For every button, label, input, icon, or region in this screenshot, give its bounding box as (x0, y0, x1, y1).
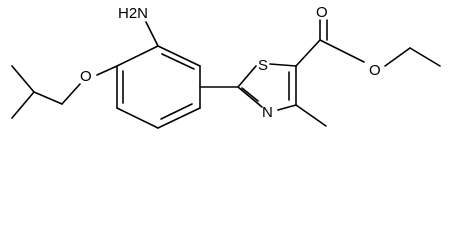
amine-label: H2N (118, 5, 148, 22)
carbonyl-oxygen-label: O (316, 4, 328, 21)
ester-oxygen-label: O (369, 62, 381, 79)
bond-carbonyl-to-ester-oxygen (319, 39, 365, 63)
bond-ch2-to-ch (33, 91, 63, 105)
double-bond-inner (241, 87, 259, 102)
molecule-canvas: H2N O S N (11, 4, 441, 129)
bond-thiazole-methyl (295, 104, 327, 127)
bond-thiazole-to-carbonyl (295, 39, 321, 67)
bond-ch-to-methyl-upper (11, 65, 35, 93)
bond (157, 107, 201, 129)
bond-ring-to-amine (145, 21, 159, 47)
bond (116, 107, 159, 129)
bond (237, 86, 263, 108)
bond (269, 63, 297, 67)
bond (157, 45, 201, 67)
bond (116, 45, 159, 67)
ether-oxygen-label: O (80, 68, 92, 85)
bond (277, 104, 297, 111)
benzene-ring (116, 45, 201, 129)
bond-oxygen-to-ethyl (384, 47, 411, 67)
thiazole-ring (237, 63, 297, 111)
bond (237, 65, 257, 88)
sulfur-label: S (258, 57, 268, 74)
aromatic-inner-bond (160, 103, 193, 120)
aromatic-inner-bond (161, 53, 195, 70)
bond-oxygen-to-ch2 (61, 83, 81, 105)
bond-ethyl (409, 47, 441, 67)
bond-ch-to-methyl-lower (11, 91, 35, 119)
structure-diagram: H2N O S N (11, 4, 441, 129)
nitrogen-label: N (262, 104, 273, 121)
bond-ring-to-ether-oxygen (96, 65, 118, 76)
